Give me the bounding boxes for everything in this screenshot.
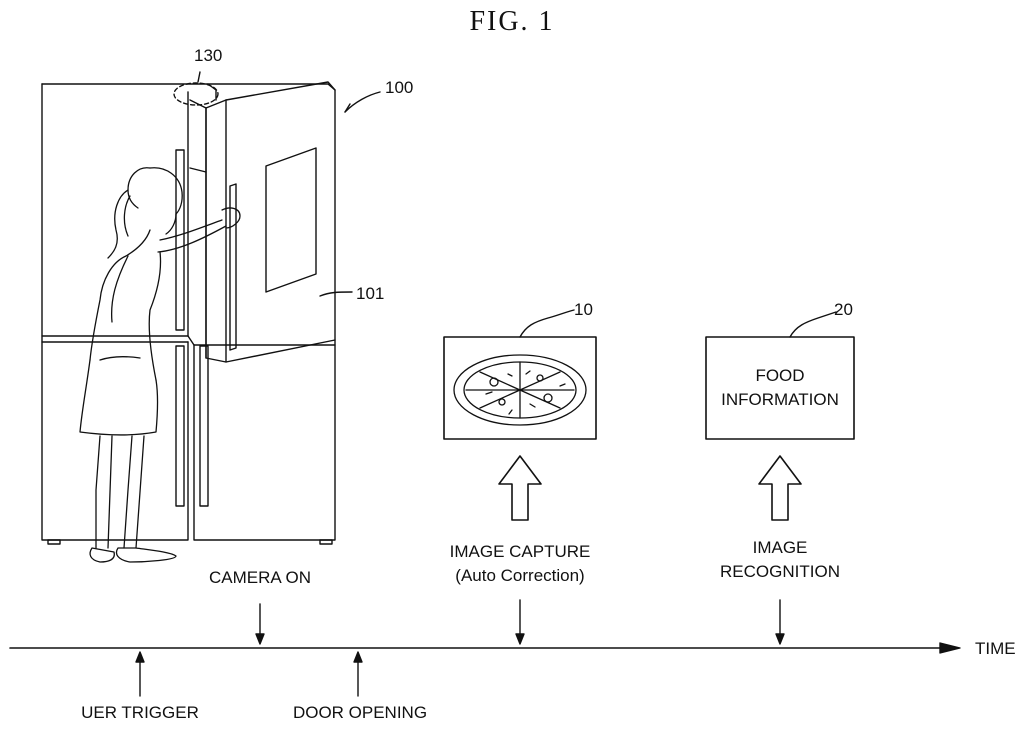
camera-on-label: CAMERA ON [209,568,311,588]
refrigerator-illustration [42,82,335,544]
ref-101: 101 [356,284,384,304]
food-info-line1: FOOD [755,366,804,386]
up-arrow-capture [499,456,541,520]
image-recognition-caption-1: IMAGE [753,538,808,558]
food-information-box [706,337,854,439]
food-info-line2: INFORMATION [721,390,839,410]
pizza-image [454,355,586,425]
ref-20: 20 [834,300,853,320]
user-trigger-marker [136,652,144,696]
image-capture-caption: IMAGE CAPTURE [450,542,591,562]
door-opening-marker [354,652,362,696]
door-opening-label: DOOR OPENING [293,703,427,723]
image-capture-marker [516,600,524,644]
person-illustration [80,168,240,562]
ref-100: 100 [385,78,413,98]
camera-indicator-130 [174,83,218,105]
ref-10: 10 [574,300,593,320]
time-axis-label: TIME [975,639,1016,659]
image-recognition-caption-2: RECOGNITION [720,562,840,582]
auto-correction-caption: (Auto Correction) [455,566,584,586]
ref-130: 130 [194,46,222,66]
user-trigger-label: UER TRIGGER [81,703,199,723]
image-recognition-marker [776,600,784,644]
camera-on-marker [256,604,264,644]
up-arrow-recognition [759,456,801,520]
